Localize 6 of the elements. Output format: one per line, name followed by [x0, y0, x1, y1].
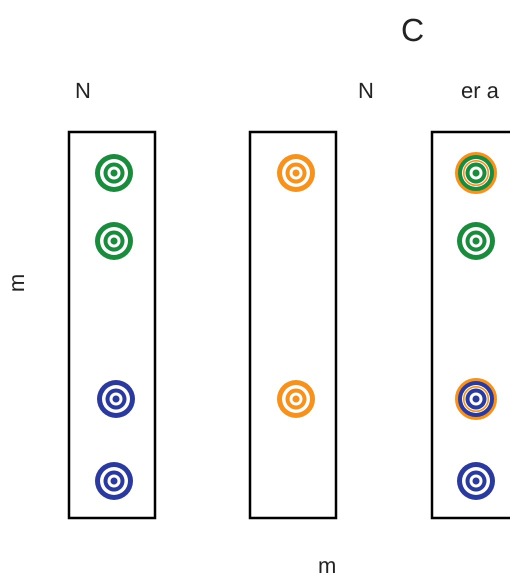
axis-label: m: [6, 274, 28, 292]
axis-label: N: [358, 80, 374, 102]
axis-label: m: [318, 555, 336, 575]
axis-label: N: [75, 80, 91, 102]
axis-label: er a: [461, 80, 499, 102]
axis-label: C: [401, 14, 424, 46]
